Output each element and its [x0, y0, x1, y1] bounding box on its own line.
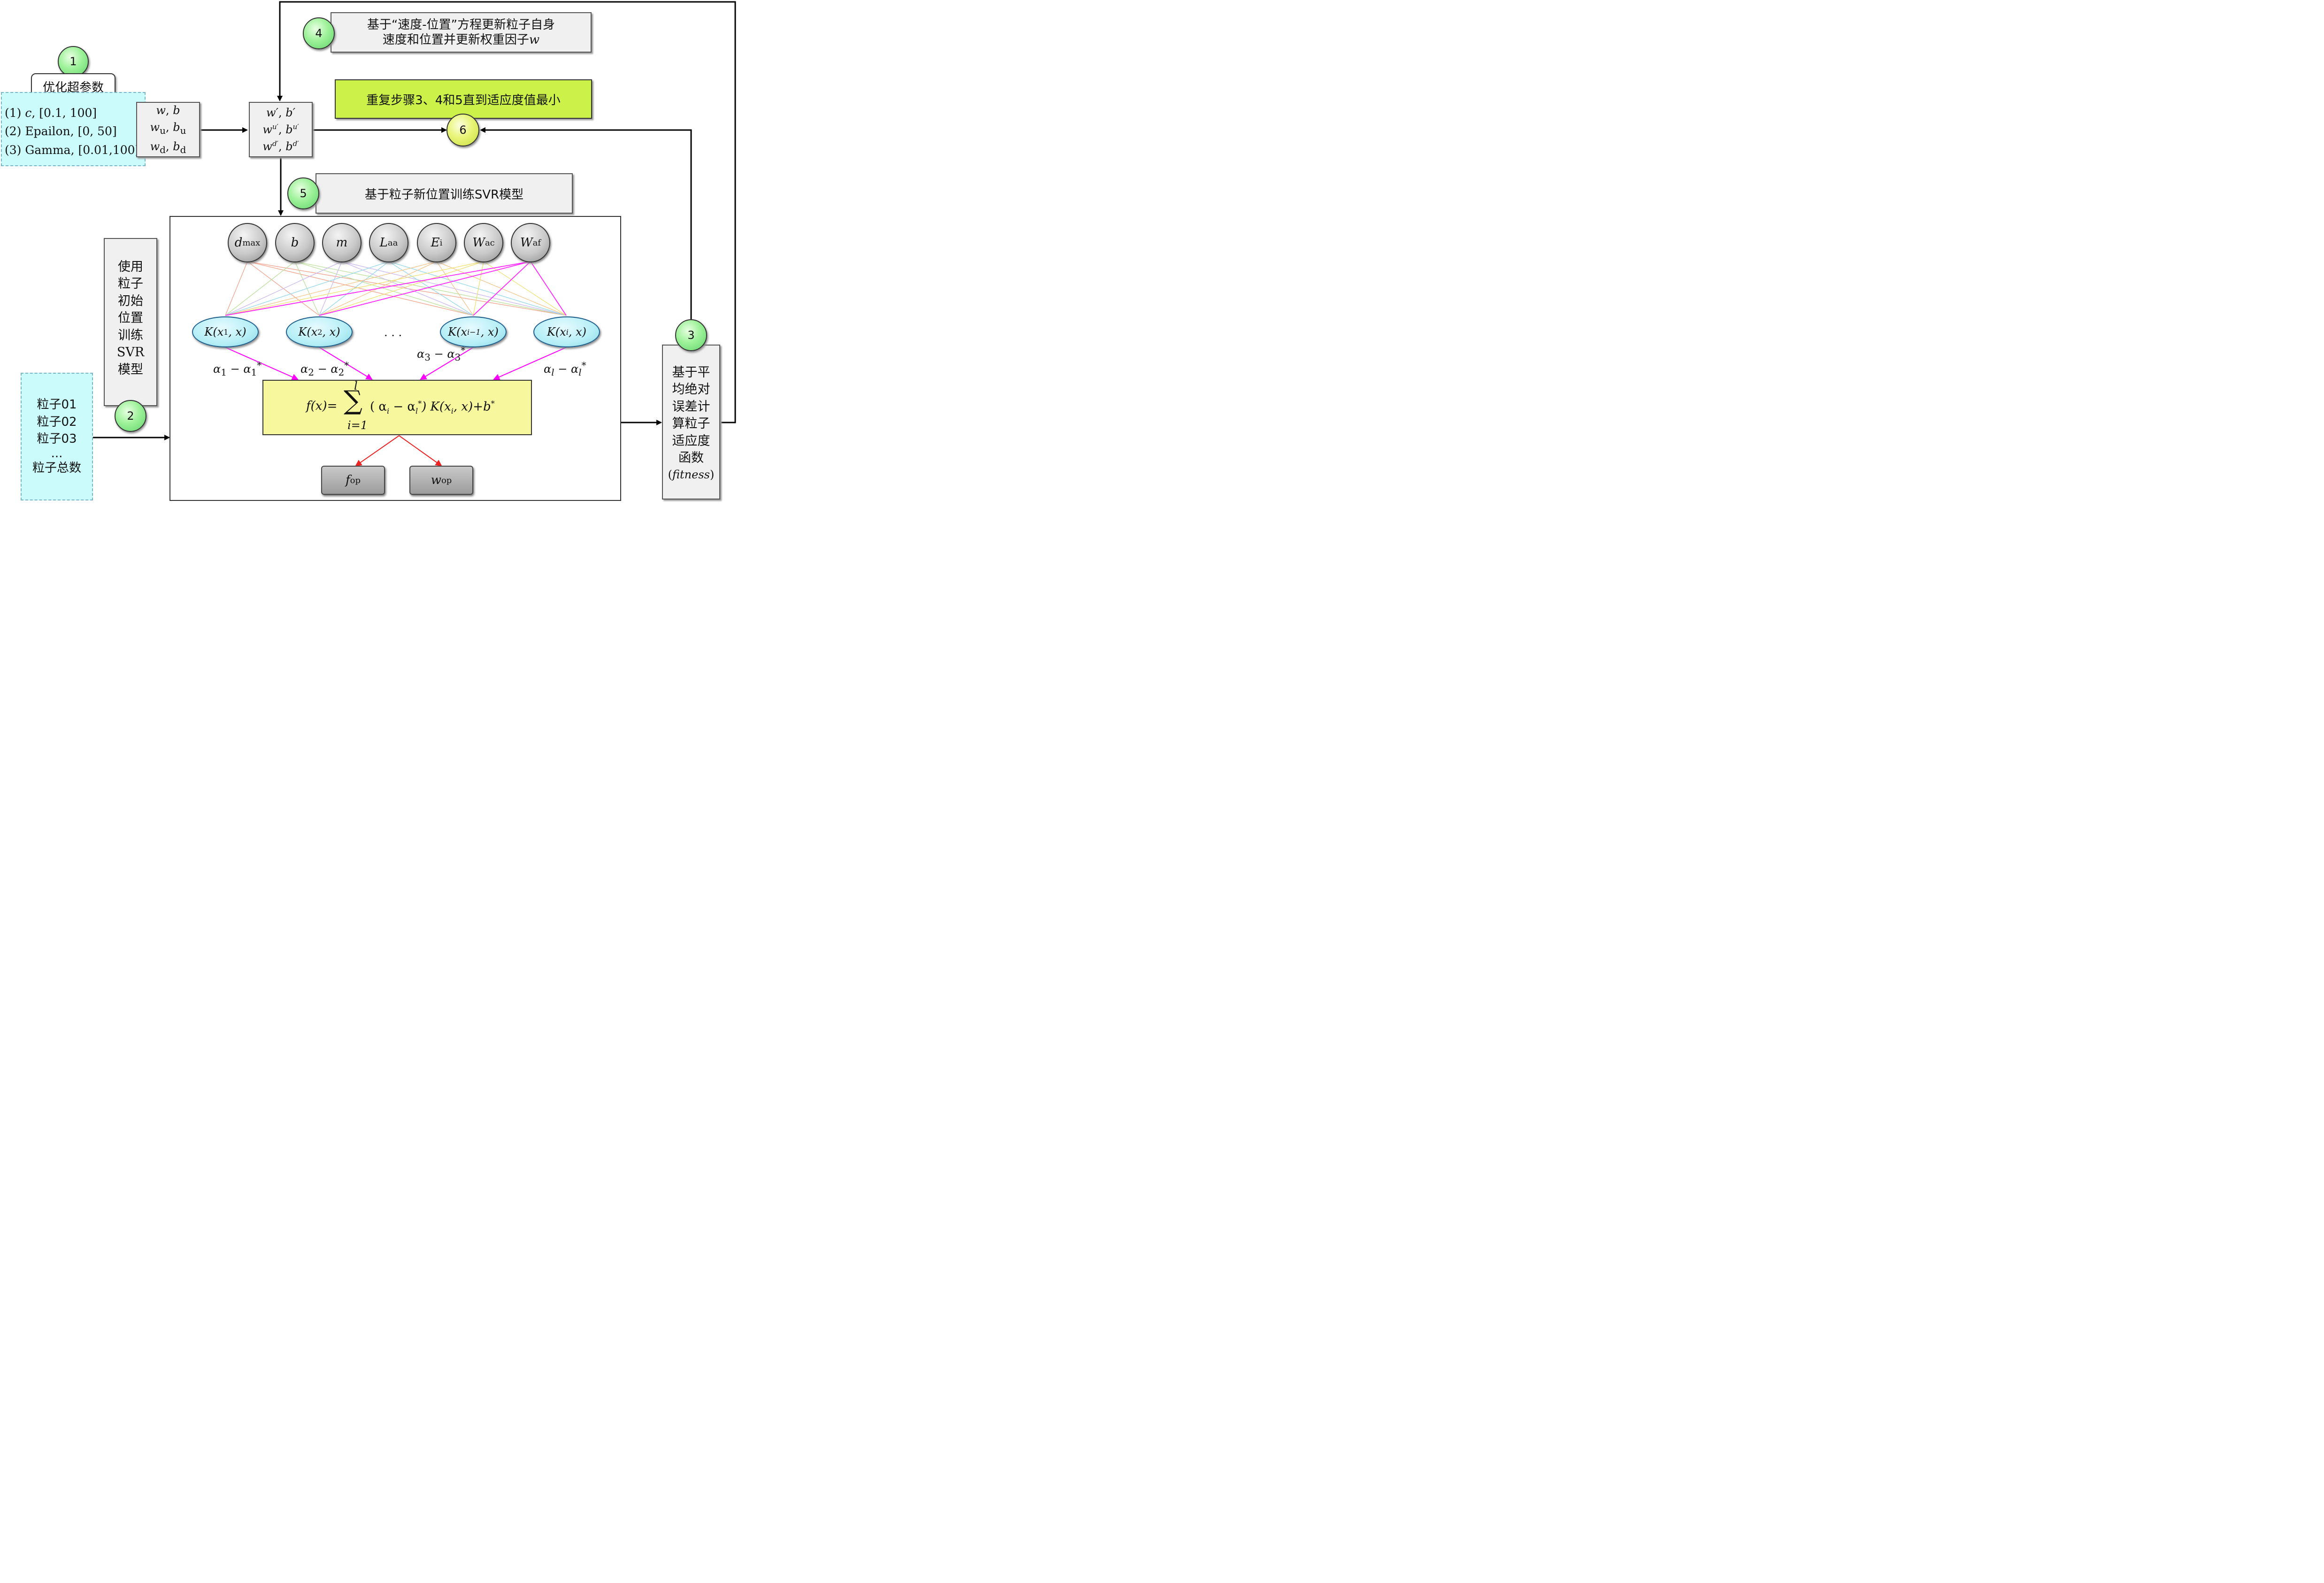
step-6-badge: 6	[446, 114, 479, 146]
formula-sum-bottom: i=1	[347, 419, 368, 432]
step-5-badge: 5	[287, 177, 319, 209]
particles-box: 粒子01 粒子02 粒子03 ... 粒子总数	[21, 373, 93, 500]
particle-item: 粒子03	[37, 432, 77, 446]
loop-connector	[277, 1, 736, 423]
step4-line1: 基于“速度-位置”方程更新粒子自身	[367, 17, 555, 32]
particle-item: ...	[51, 446, 63, 461]
fitness-line: 适应度	[672, 433, 710, 448]
step5-box: 基于粒子新位置训练SVR模型	[316, 173, 573, 214]
fitness-box: 基于平 均绝对 误差计 算粒子 适应度 函数 (fitness)	[662, 345, 720, 499]
initial-train-box: 使用 粒子 初始 位置 训练 SVR 模型	[104, 238, 157, 406]
alpha-label-2: α2 − α2*	[300, 360, 349, 378]
step-2-badge: 2	[115, 400, 146, 432]
input-node-m: m	[322, 223, 362, 262]
kernel-ellipsis: . . .	[384, 326, 402, 339]
formula-sum-symbol: ∑	[344, 385, 362, 416]
init-train-line: 模型	[118, 362, 143, 377]
init-train-line: 位置	[118, 311, 143, 326]
formula-box	[262, 380, 532, 435]
param-row-wb: w, b	[156, 104, 180, 117]
step-4-badge: 4	[303, 17, 335, 49]
network-mesh	[225, 261, 567, 316]
repeat-text: 重复步骤3、4和5直到适应度值最小	[366, 93, 561, 108]
step4-line2: 速度和位置并更新权重因子w	[382, 33, 540, 47]
formula-sum-top: l	[354, 379, 358, 392]
uparam-row-wd-bd: wd′, bd′	[262, 139, 299, 153]
fitness-line: 算粒子	[672, 416, 710, 431]
hyperparam-row-1: (1) c, [0.1, 100]	[5, 106, 97, 120]
alpha-label-1: α1 − α1*	[213, 360, 262, 378]
particle-item: 粒子总数	[32, 461, 81, 476]
formula-to-output-arrows	[355, 435, 442, 467]
init-train-line: 粒子	[118, 277, 143, 292]
particle-item: 粒子02	[37, 415, 77, 429]
init-train-line: 训练	[118, 328, 143, 343]
fitness-line: 函数	[678, 451, 704, 466]
input-node-b: b	[275, 223, 315, 262]
fitness-var-line: (fitness)	[668, 468, 715, 481]
initial-params-box: w, b wu, bu wd, bd	[136, 102, 200, 157]
uparam-row-wu-bu: wu′, bu′	[262, 123, 299, 136]
step3-to-6-arrow	[480, 127, 692, 319]
connectors-layer	[93, 1, 736, 501]
init-train-line: 使用	[118, 260, 143, 274]
alpha-label-l: αl − αl*	[544, 360, 586, 378]
fitness-line: 基于平	[672, 365, 710, 380]
formula-rhs: ( αi − αl*) K(xi, x)+b*	[370, 399, 495, 415]
hyperparam-row-2: (2) Epailon, [0, 50]	[5, 124, 117, 138]
repeat-box: 重复步骤3、4和5直到适应度值最小	[335, 79, 592, 119]
svr-formula: f(x)= l ∑ i=1 ( αi − αl*) K(xi, x)+b*	[306, 379, 527, 434]
step4-box: 基于“速度-位置”方程更新粒子自身 速度和位置并更新权重因子w	[331, 12, 592, 53]
hyperparams-list: (1) c, [0.1, 100] (2) Epailon, [0, 50] (…	[1, 92, 146, 166]
uparam-row-wb: w′, b′	[266, 106, 296, 119]
formula-lhs: f(x)=	[306, 399, 338, 413]
alpha-label-3: α3 − α3*	[417, 345, 466, 363]
diagram-canvas: 1 优化超参数 (1) c, [0.1, 100] (2) Epailon, […	[0, 0, 736, 501]
updated-params-box: w′, b′ wu′, bu′ wd′, bd′	[249, 102, 313, 157]
hyperparam-row-3: (3) Gamma, [0.01,100]	[5, 143, 140, 157]
particle-item: 粒子01	[37, 398, 77, 412]
kernel-to-formula-arrows	[225, 347, 567, 380]
step-3-badge: 3	[675, 319, 707, 351]
step5-text: 基于粒子新位置训练SVR模型	[364, 187, 524, 202]
param-row-wu-bu: wu, bu	[150, 121, 186, 136]
fitness-line: 均绝对	[672, 382, 710, 397]
step-1-badge: 1	[58, 46, 89, 77]
init-train-line: SVR	[116, 345, 145, 360]
param-row-wd-bd: wd, bd	[150, 140, 186, 155]
fitness-line: 误差计	[672, 399, 710, 414]
init-train-line: 初始	[118, 293, 143, 308]
